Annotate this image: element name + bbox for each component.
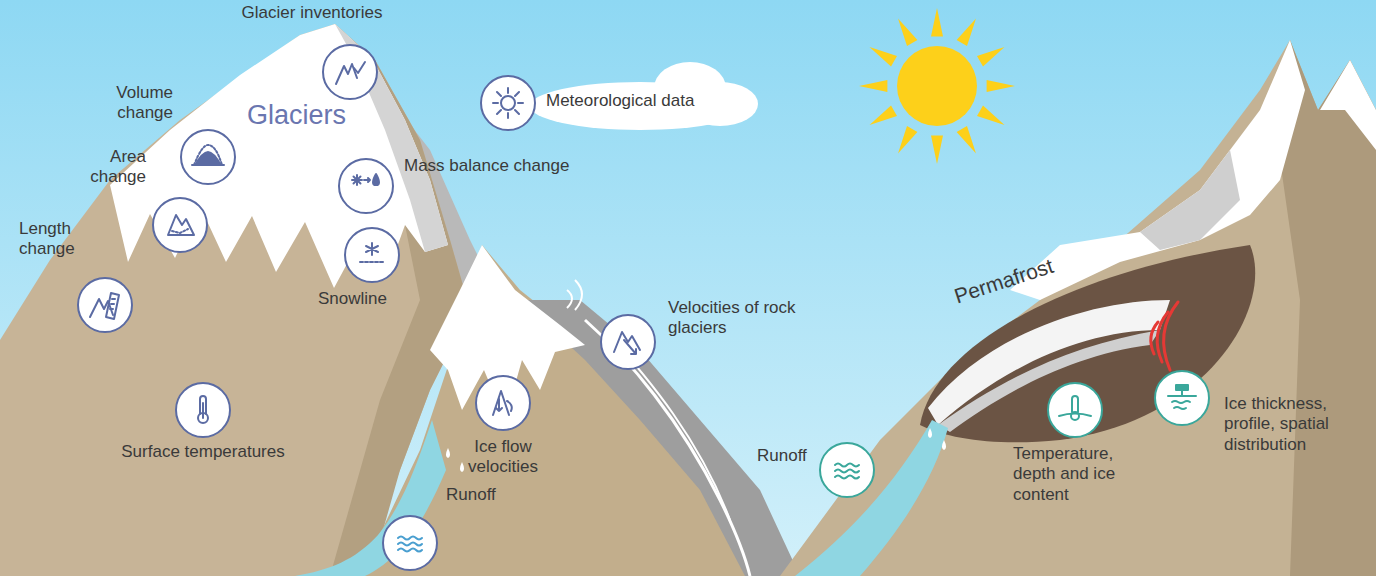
icon bbox=[352, 235, 392, 275]
icon bbox=[488, 83, 528, 123]
icon-circle bbox=[600, 314, 656, 370]
icon-node: Runoff bbox=[382, 515, 438, 571]
icon bbox=[1055, 390, 1095, 430]
icon-node: Length change bbox=[77, 277, 133, 333]
icon-label: Mass balance change bbox=[404, 156, 569, 176]
icon-circle bbox=[152, 197, 208, 253]
icon-node: Meteorological data bbox=[480, 75, 536, 131]
icon-node: Glacier inventories bbox=[322, 44, 378, 100]
icon-label: Runoff bbox=[446, 485, 496, 505]
icon bbox=[188, 137, 228, 177]
icon-circle bbox=[77, 277, 133, 333]
icon-label: Runoff bbox=[757, 446, 807, 466]
icon bbox=[827, 450, 867, 490]
icon-node: Area change bbox=[152, 197, 208, 253]
icon-circle bbox=[322, 44, 378, 100]
icon-circle bbox=[338, 158, 394, 214]
icon-node: Volume change bbox=[180, 129, 236, 185]
icon-circle bbox=[382, 515, 438, 571]
icon-circle bbox=[480, 75, 536, 131]
icon-label: Glacier inventories bbox=[222, 3, 402, 23]
icon-circle bbox=[1154, 370, 1210, 426]
icon-label: Temperature, depth and ice content bbox=[1013, 444, 1135, 505]
region-heading: Glaciers bbox=[247, 100, 346, 131]
icon bbox=[1162, 378, 1202, 418]
icon-node: Ice flow velocities bbox=[475, 375, 531, 431]
icon bbox=[330, 52, 370, 92]
icon-node: Snowline bbox=[344, 227, 400, 283]
icon-label: Area change bbox=[66, 147, 146, 188]
icon-node: Mass balance change bbox=[338, 158, 394, 214]
icon-label: Ice flow velocities bbox=[453, 437, 553, 478]
icon-node: Surface temperatures bbox=[175, 382, 231, 438]
icon-circle bbox=[819, 442, 875, 498]
icon bbox=[85, 285, 125, 325]
icon bbox=[160, 205, 200, 245]
icon-node: Temperature, depth and ice content bbox=[1047, 382, 1103, 438]
icon bbox=[483, 383, 523, 423]
icon-label: Snowline bbox=[318, 289, 387, 309]
icon-label: Surface temperatures bbox=[83, 442, 323, 462]
icon bbox=[346, 166, 386, 206]
icon-label: Volume change bbox=[75, 83, 173, 124]
icon-circle bbox=[344, 227, 400, 283]
icon-node: Runoff bbox=[819, 442, 875, 498]
icon-label: Velocities of rock glaciers bbox=[668, 298, 796, 339]
icon-circle bbox=[475, 375, 531, 431]
icon-circle bbox=[1047, 382, 1103, 438]
icon bbox=[183, 390, 223, 430]
icon-label: Ice thickness, profile, spatial distribu… bbox=[1224, 394, 1352, 455]
icon-label: Meteorological data bbox=[546, 91, 694, 111]
icon-node: Velocities of rock glaciers bbox=[600, 314, 656, 370]
icon bbox=[608, 322, 648, 362]
icon-circle bbox=[180, 129, 236, 185]
icon-circle bbox=[175, 382, 231, 438]
icon-node: Ice thickness, profile, spatial distribu… bbox=[1154, 370, 1210, 426]
icon bbox=[390, 523, 430, 563]
icon-label: Length change bbox=[19, 219, 94, 260]
